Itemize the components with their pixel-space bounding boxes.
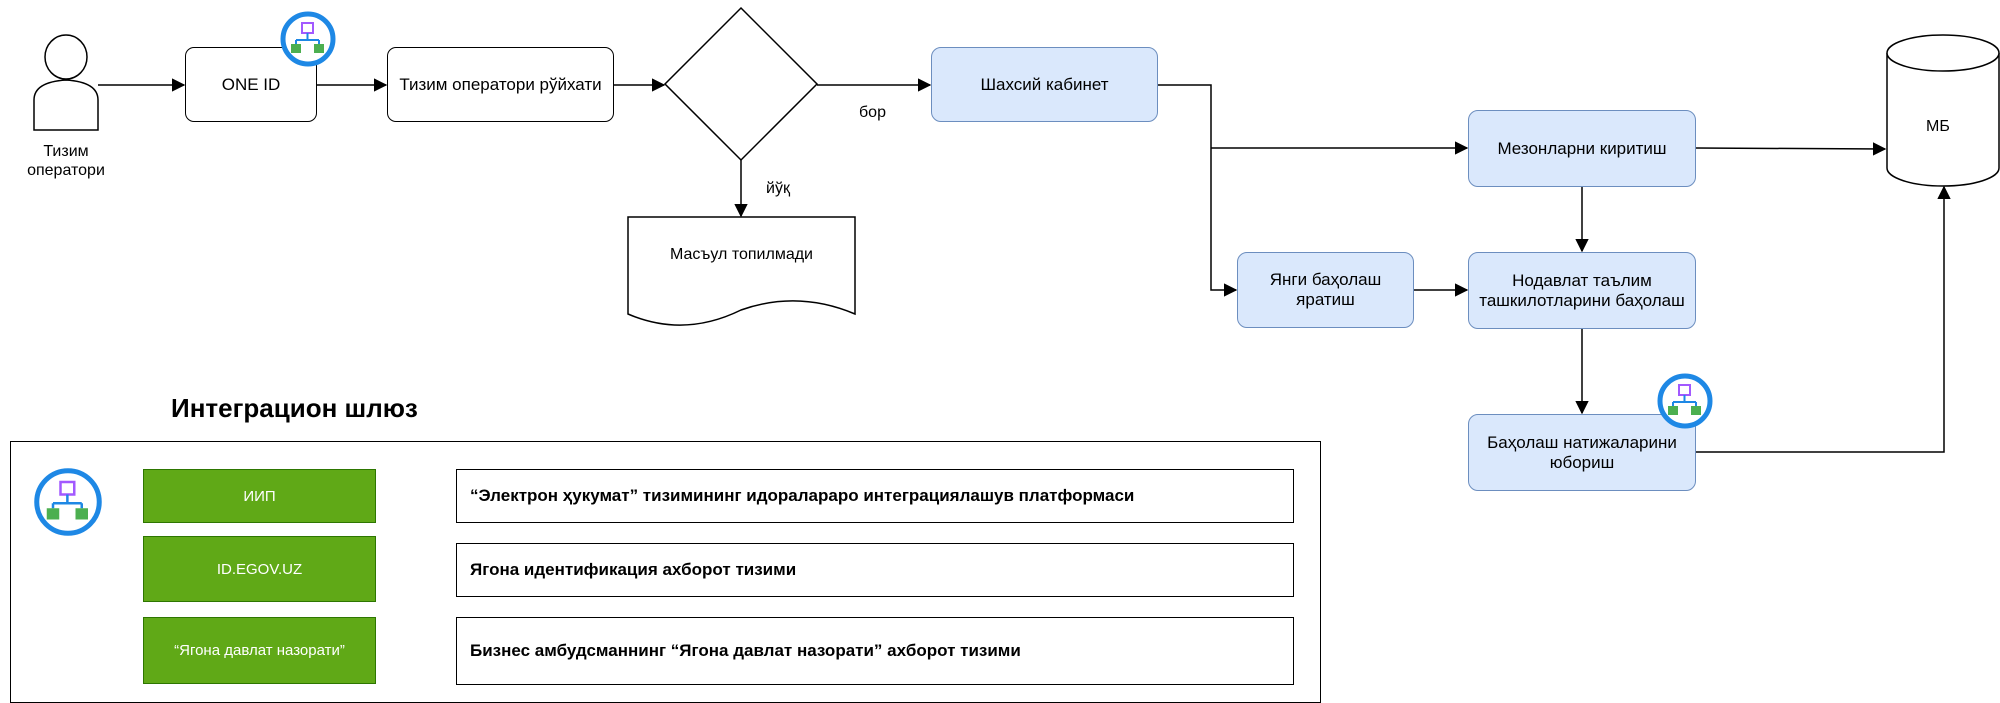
gateway-system-state-control[interactable]: “Ягона давлат назорати”: [143, 617, 376, 684]
new-assessment-node[interactable]: Янги баҳолаш яратиш: [1237, 252, 1414, 328]
gateway-title: Интеграцион шлюз: [171, 393, 418, 423]
edge-cabinet-branch: [1158, 84, 1238, 297]
gateway-description-iip: “Электрон ҳукумат” тизимининг идораларар…: [456, 469, 1294, 523]
decision-diamond: [663, 6, 819, 162]
decision-yes-label: бор: [859, 104, 886, 121]
gateway-description-id-egov: Ягона идентификация ахборот тизими: [456, 543, 1294, 597]
person-icon: [33, 34, 99, 131]
gateway-system-iip[interactable]: ИИП: [143, 469, 376, 523]
api-integration-icon: [1657, 373, 1713, 429]
not-found-document: [627, 216, 856, 326]
actor-label: Тизим оператори: [27, 143, 105, 179]
database-cylinder: [1886, 34, 2000, 187]
criteria-node[interactable]: Мезонларни киритиш: [1468, 110, 1696, 187]
decision-no-label: йўқ: [766, 180, 790, 197]
nonstate-assessment-node[interactable]: Нодавлат таълим ташкилотларини баҳолаш: [1468, 252, 1696, 329]
db-label: МБ: [1926, 118, 1950, 135]
personal-cabinet-node[interactable]: Шахсий кабинет: [931, 47, 1158, 122]
gateway-system-id-egov[interactable]: ID.EGOV.UZ: [143, 536, 376, 602]
api-integration-icon: [280, 11, 336, 67]
operator-list-node[interactable]: Тизим оператори рўйхати: [387, 47, 614, 122]
api-integration-icon: [34, 468, 102, 536]
send-results-node[interactable]: Баҳолаш натижаларини юбориш: [1468, 414, 1696, 491]
gateway-description-state-control: Бизнес амбудсманнинг “Ягона давлат назор…: [456, 617, 1294, 685]
edge-criteria-db: [1695, 142, 1887, 156]
not-found-label: Масъул топилмади: [670, 246, 813, 263]
edge-results-db: [1696, 185, 1951, 453]
